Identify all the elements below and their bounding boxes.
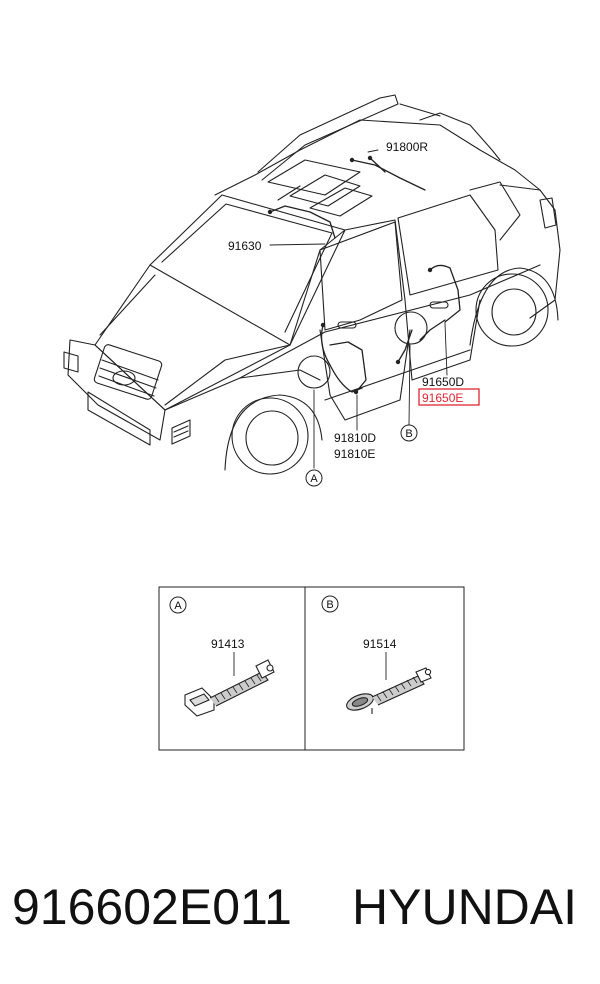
label-front-door-e: 91810E: [334, 447, 375, 461]
highlight-box: [418, 388, 480, 406]
vehicle-illustration: [63, 94, 561, 475]
grommet-a-locator: [297, 355, 331, 389]
leader-lines: [269, 149, 448, 469]
grommet-91514-icon: [346, 667, 432, 714]
marker-a: A: [305, 469, 323, 487]
detail-b-part-number: 91514: [363, 637, 397, 651]
detail-panel-a: A 91413: [169, 596, 275, 717]
label-rear-door-e: 91650E: [422, 391, 463, 405]
label-rear-door-d: 91650D: [422, 375, 464, 389]
connector-dots: [267, 155, 433, 395]
label-roof-harness: 91800R: [386, 140, 428, 154]
grommet-b-locator: [394, 311, 428, 345]
brand-footer: HYUNDAI: [352, 879, 578, 935]
label-front-door-d: 91810D: [334, 431, 376, 445]
marker-b: B: [400, 424, 418, 442]
svg-text:A: A: [310, 473, 318, 485]
label-windshield-harness: 91630: [228, 239, 262, 253]
svg-text:A: A: [174, 600, 182, 612]
detail-panel-b: B 91514: [321, 595, 432, 714]
svg-text:B: B: [326, 599, 333, 611]
detail-a-part-number: 91413: [211, 637, 245, 651]
svg-text:B: B: [405, 428, 412, 440]
part-number-footer: 916602E011: [12, 879, 292, 935]
grommet-91413-icon: [184, 659, 275, 717]
detail-panels: A 91413 B 91514: [158, 586, 465, 751]
harness-wires: [269, 157, 461, 393]
